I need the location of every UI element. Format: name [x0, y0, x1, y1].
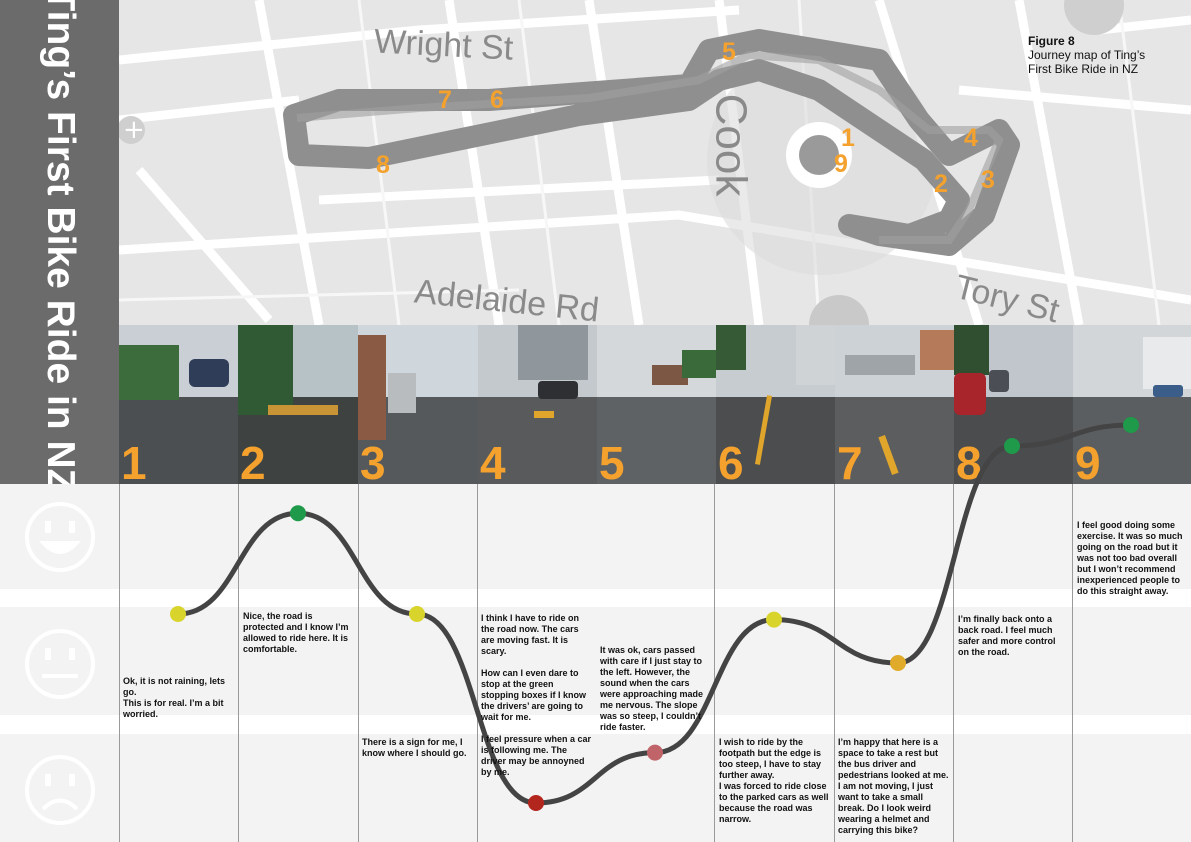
photo-5: 5 — [597, 325, 716, 484]
route-marker-5: 5 — [722, 38, 736, 66]
photo-ground — [716, 396, 835, 484]
photo-number: 2 — [240, 437, 266, 484]
route-marker-9: 9 — [834, 150, 848, 178]
journey-note-3: There is a sign for me, I know where I s… — [362, 737, 467, 758]
title-sidebar: Ting’s First Bike Ride in NZ — [0, 0, 119, 492]
photo-number: 4 — [480, 437, 506, 484]
photo-2: 2 — [238, 325, 358, 484]
happy-face-icon — [25, 502, 95, 572]
figure-description: Journey map of Ting’s First Bike Ride in… — [1028, 48, 1146, 76]
emotion-point-5 — [647, 744, 663, 761]
column-divider — [834, 484, 835, 842]
photo-number: 3 — [360, 437, 386, 484]
photo-number: 9 — [1075, 437, 1101, 484]
route-marker-3: 3 — [981, 166, 995, 194]
photo-9: 9 — [1073, 325, 1191, 484]
column-divider — [953, 484, 954, 842]
column-divider — [477, 484, 478, 842]
route-marker-2: 2 — [934, 170, 948, 198]
photo-number: 7 — [837, 437, 863, 484]
photo-number: 6 — [718, 437, 744, 484]
svg-text:+: + — [123, 115, 145, 145]
route-marker-6: 6 — [490, 86, 504, 114]
figure-caption: Figure 8 Journey map of Ting’s First Bik… — [1028, 34, 1146, 76]
photo-number: 5 — [599, 437, 625, 484]
journey-note-6: I wish to ride by the footpath but the e… — [719, 737, 829, 824]
column-divider — [714, 484, 715, 842]
photo-6: 6 — [716, 325, 835, 484]
emotion-point-7 — [890, 655, 906, 671]
emotion-point-3 — [409, 606, 425, 622]
photo-ground — [119, 396, 238, 484]
location-dot — [799, 135, 839, 175]
route-marker-8: 8 — [376, 151, 390, 179]
photo-1: 1 — [119, 325, 238, 484]
neutral-face-icon — [25, 629, 95, 699]
band-happy — [0, 484, 1191, 589]
emotion-chart — [0, 484, 1191, 842]
column-divider — [238, 484, 239, 842]
emotion-point-1 — [170, 606, 186, 622]
photo-strip: 1 2 3 4 5 6 7 — [119, 325, 1191, 484]
band-neutral — [0, 607, 1191, 715]
route-marker-7: 7 — [438, 86, 452, 114]
route-path — [283, 29, 1020, 256]
map-graphic: + — [119, 0, 1191, 325]
emotion-point-4 — [528, 795, 544, 811]
journey-note-9: I feel good doing some exercise. It was … — [1077, 520, 1183, 596]
photo-7: 7 — [835, 325, 954, 484]
route-marker-4: 4 — [964, 124, 978, 152]
column-divider — [358, 484, 359, 842]
figure-label: Figure 8 — [1028, 34, 1075, 48]
emotion-point-2 — [290, 505, 306, 522]
emotion-point-6 — [766, 611, 782, 628]
column-divider — [1072, 484, 1073, 842]
photo-number: 1 — [121, 437, 147, 484]
band-sad — [0, 734, 1191, 842]
route-map: + Wright St Adelaide Rd Tory St Cook 1 2… — [119, 0, 1191, 325]
route-marker-1: 1 — [841, 124, 855, 152]
photo-4: 4 — [478, 325, 597, 484]
photo-ground — [1073, 396, 1191, 484]
emotion-point-8 — [1004, 438, 1020, 454]
journey-note-4: I think I have to ride on the road now. … — [481, 613, 592, 777]
photo-ground — [597, 396, 716, 484]
journey-note-8: I’m finally back onto a back road. I fee… — [958, 614, 1056, 657]
journey-note-1: Ok, it is not raining, lets go. This is … — [123, 676, 226, 719]
journey-note-5: It was ok, cars passed with care if I ju… — [600, 645, 704, 732]
emotion-point-9 — [1123, 417, 1139, 433]
sad-face-icon — [25, 755, 95, 825]
journey-note-2: Nice, the road is protected and I know I… — [243, 611, 349, 654]
journey-note-7: I’m happy that here is a space to take a… — [838, 737, 949, 835]
photo-3: 3 — [358, 325, 478, 484]
column-divider — [119, 484, 120, 842]
